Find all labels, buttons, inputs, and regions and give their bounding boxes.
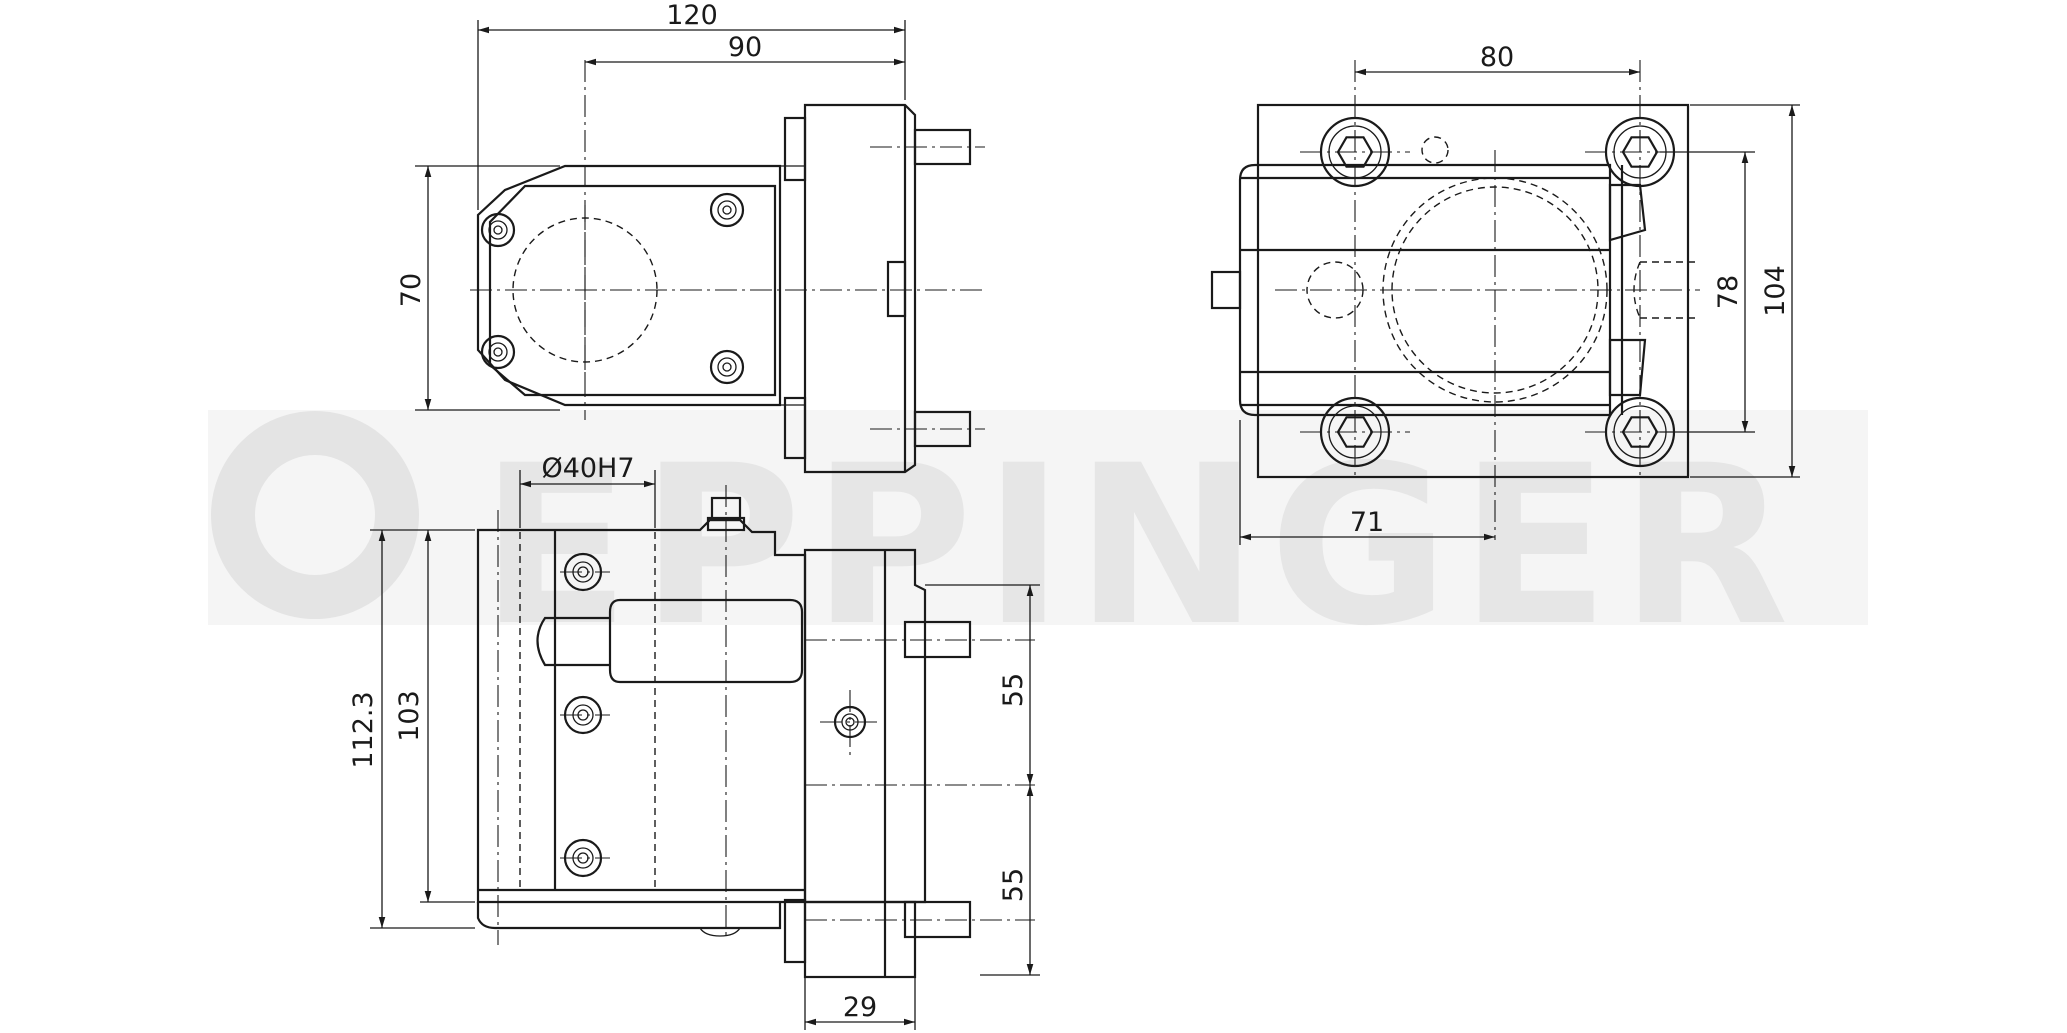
top-view: 120 90 70	[396, 0, 985, 474]
dim-front-55b: 55	[998, 868, 1029, 902]
dim-bore: Ø40H7	[541, 453, 634, 484]
screw-top-left2	[480, 334, 516, 370]
screw-top-right	[709, 192, 745, 228]
front-view: Ø40H7 112.3 103 55 55 29	[348, 453, 1040, 1030]
dim-side-71: 71	[1350, 507, 1384, 538]
screw-top-right2	[709, 349, 745, 385]
dim-side-80: 80	[1480, 42, 1514, 73]
dim-side-78: 78	[1713, 275, 1744, 309]
dim-front-55a: 55	[998, 673, 1029, 707]
dim-front-103: 103	[394, 690, 425, 742]
dim-top-90: 90	[728, 32, 762, 63]
watermark: EPPINGER	[208, 410, 1868, 674]
dim-front-29: 29	[843, 992, 877, 1023]
dim-front-112: 112.3	[348, 691, 379, 768]
watermark-text: EPPINGER	[480, 418, 1799, 674]
dim-top-120: 120	[666, 0, 718, 31]
dim-side-104: 104	[1760, 265, 1791, 317]
screw-top-left	[480, 212, 516, 248]
side-view: 80 71 78 104	[1210, 42, 1800, 545]
dim-top-70: 70	[396, 273, 427, 307]
